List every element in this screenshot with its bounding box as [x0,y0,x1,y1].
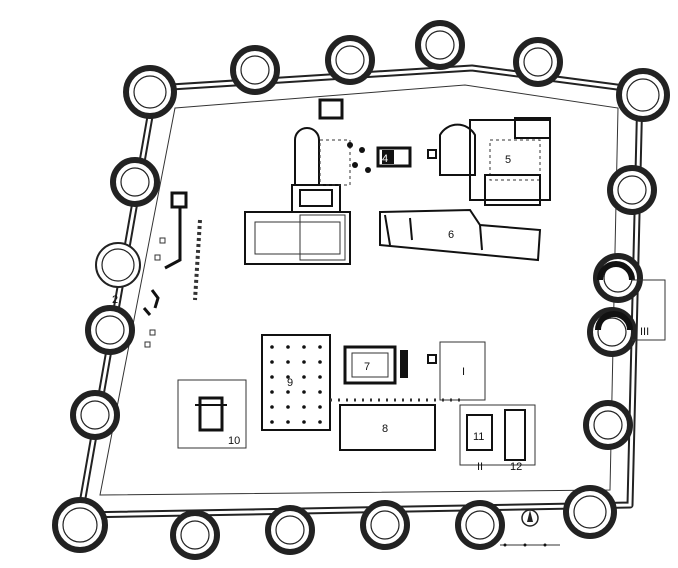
label-8: 8 [382,423,388,435]
tower [455,500,505,550]
label-10: 10 [228,435,240,447]
building-9-hypostyle [261,334,331,431]
column [318,405,322,409]
tower [415,20,465,70]
label-2: 2 [112,294,118,306]
column [318,375,322,379]
column [286,405,290,409]
column [270,375,274,379]
label-I: I [462,366,465,378]
column [270,360,274,364]
tower [563,485,617,539]
towers [52,20,670,560]
label-12: 12 [510,461,522,473]
column [270,420,274,424]
column [302,420,306,424]
tower [513,37,563,87]
building-10 [177,379,247,449]
north-complex-west [244,98,371,265]
scale-bar [500,543,560,547]
tower [52,497,108,553]
column [318,390,322,394]
column [302,405,306,409]
tower [360,500,410,550]
label-5: 5 [505,154,511,166]
building-8 [339,404,436,451]
label-4: 4 [382,153,388,165]
column [270,390,274,394]
building-11-12 [459,404,536,466]
column [318,360,322,364]
building-7 [343,345,437,385]
tower [230,45,280,95]
column [302,375,306,379]
column [318,420,322,424]
tower [110,157,160,207]
tower [85,305,135,355]
column [286,420,290,424]
tower [583,400,633,450]
column [286,390,290,394]
column [270,405,274,409]
label-9: 9 [287,377,293,389]
column [302,345,306,349]
label-7: 7 [364,361,370,373]
north-complex-east [376,117,551,262]
east-gate [595,261,666,341]
column [302,360,306,364]
tower [123,65,177,119]
column [318,345,322,349]
tower [70,390,120,440]
tower [616,68,670,122]
label-II: II [477,461,483,473]
label-III: III [640,326,649,338]
tower [607,165,657,215]
tower [95,242,141,288]
label-11: 11 [473,431,484,443]
column [286,360,290,364]
tower [325,35,375,85]
column [286,345,290,349]
enclosure-wall [76,64,644,519]
west-gate [142,191,202,348]
north-arrow-icon [521,509,539,527]
column [286,375,290,379]
column [302,390,306,394]
tower [170,510,220,560]
label-6: 6 [448,229,454,241]
column [270,345,274,349]
tower [265,505,315,555]
building-I-enclosure [439,341,486,401]
